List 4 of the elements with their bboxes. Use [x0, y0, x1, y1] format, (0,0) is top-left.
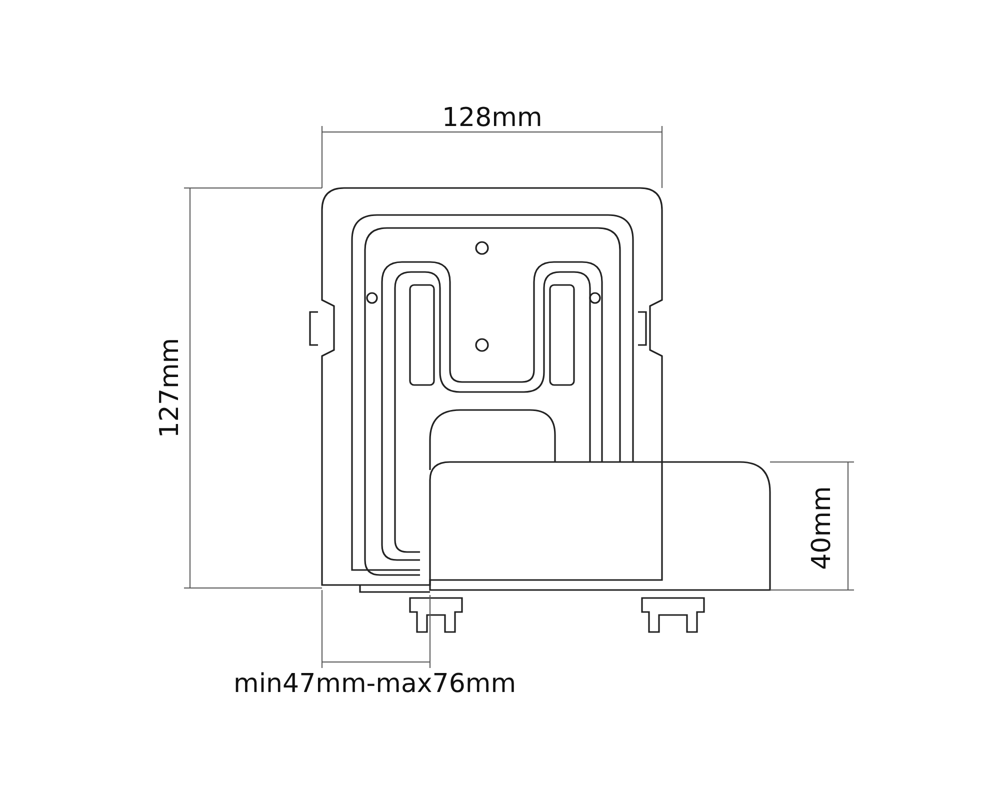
- dimension-label: 127mm: [157, 338, 184, 438]
- dimension-label: 128mm: [442, 105, 542, 131]
- dimension-label: min47mm-max76mm: [234, 671, 516, 697]
- dimension-label: 40mm: [808, 486, 835, 570]
